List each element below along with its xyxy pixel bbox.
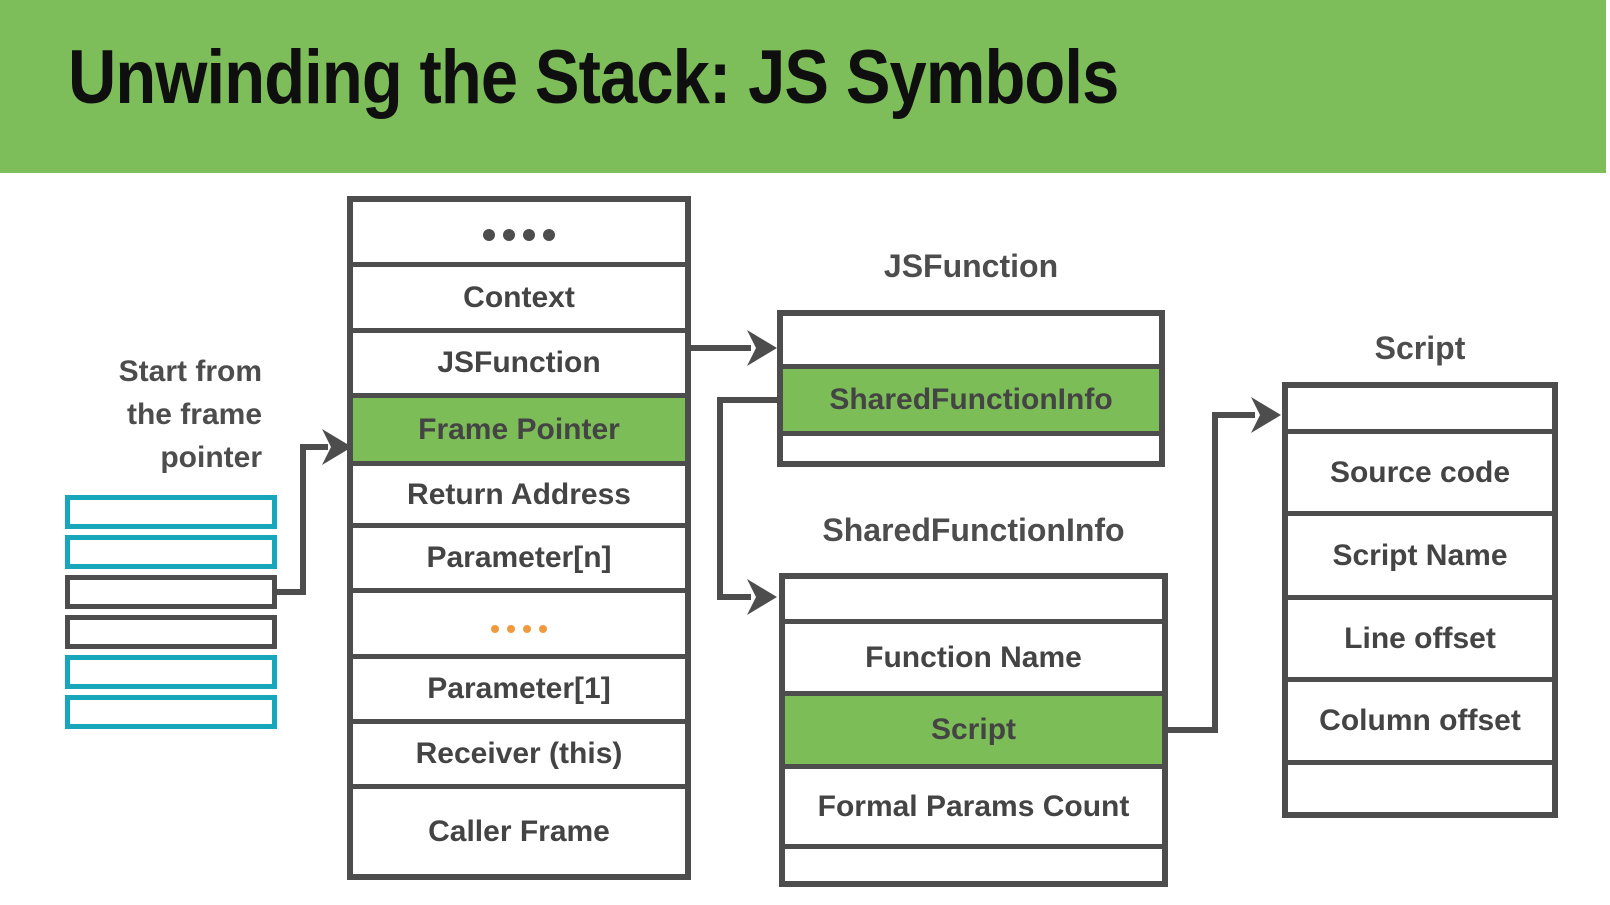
script-row-label: Source code <box>1329 455 1511 489</box>
stack-row-label: Context <box>463 280 575 314</box>
stack-row-label: JSFunction <box>437 346 601 379</box>
script-box-title: Script <box>1374 330 1466 366</box>
sharedfunctioninfo-row <box>785 849 1162 881</box>
dot-icon <box>503 229 515 241</box>
memory-cell-box <box>65 655 277 689</box>
sharedfunctioninfo-row <box>785 579 1162 624</box>
script-row <box>1288 388 1552 434</box>
jsfunction-row-label: SharedFunctionInfo <box>829 383 1113 416</box>
dot-icon <box>539 624 547 633</box>
memory-cell-box <box>65 575 277 609</box>
sharedfunctioninfo-row-label: Script <box>930 713 1017 746</box>
stack-row-label <box>479 215 559 249</box>
stack-row: Frame Pointer <box>353 398 685 466</box>
stack-row-label: Return Address <box>407 477 631 511</box>
stack-row-label: Frame Pointer <box>418 412 620 446</box>
stack-row: Context <box>353 267 685 333</box>
sharedfunctioninfo-row-label: Formal Params Count <box>817 789 1130 823</box>
sharedfunctioninfo-box-title: SharedFunctionInfo <box>822 512 1125 548</box>
jsfunction-box-title: JSFunction <box>883 248 1059 284</box>
stack-row <box>353 593 685 659</box>
jsfunction-row: SharedFunctionInfo <box>783 369 1159 436</box>
frame-pointer-cells <box>65 495 277 735</box>
dot-icon <box>523 229 535 241</box>
stack-row-label: Parameter[1] <box>427 672 611 705</box>
arrow-stack-to-jsfunction <box>687 330 777 366</box>
sharedfunctioninfo-row: Script <box>785 696 1162 769</box>
memory-cell-box <box>65 615 277 649</box>
jsfunction-object-box: SharedFunctionInfo <box>777 310 1165 467</box>
arrow-sharedfunctioninfo-to-script <box>1163 397 1281 733</box>
sharedfunctioninfo-row: Function Name <box>785 624 1162 696</box>
dot-icon <box>507 624 515 633</box>
memory-cell-box <box>65 695 277 729</box>
stack-row: Parameter[n] <box>353 528 685 593</box>
stack-row: Return Address <box>353 466 685 528</box>
script-row <box>1288 765 1552 812</box>
slide-header: Unwinding the Stack: JS Symbols <box>0 0 1606 173</box>
stack-frame-table: Context JSFunction Frame Pointer Return … <box>347 196 691 880</box>
stack-row <box>353 202 685 267</box>
dot-icon <box>523 624 531 633</box>
dot-icon <box>491 624 499 633</box>
dot-icon <box>483 229 495 241</box>
script-row-label: Column offset <box>1319 704 1521 737</box>
script-row-label: Line offset <box>1344 621 1496 655</box>
stack-row-label: Parameter[n] <box>426 541 612 574</box>
script-object-box: Source code Script Name Line offset Colu… <box>1282 382 1558 818</box>
jsfunction-row <box>783 436 1159 461</box>
memory-cell-box <box>65 535 277 569</box>
frame-pointer-note: Start from the frame pointer <box>118 355 262 474</box>
stack-row-label: Caller Frame <box>428 814 610 848</box>
memory-cell-box <box>65 495 277 529</box>
stack-row: Caller Frame <box>353 789 685 874</box>
sharedfunctioninfo-row: Formal Params Count <box>785 769 1162 849</box>
script-row: Column offset <box>1288 682 1552 765</box>
arrow-jsfunction-to-sharedfunctioninfo <box>717 397 781 615</box>
dot-icon <box>543 229 555 241</box>
slide-title: Unwinding the Stack: JS Symbols <box>68 35 1119 120</box>
stack-row: Receiver (this) <box>353 724 685 789</box>
script-row: Line offset <box>1288 600 1552 682</box>
script-row: Script Name <box>1288 516 1552 600</box>
arrow-frame-pointer-entry <box>275 429 352 595</box>
sharedfunctioninfo-object-box: Function Name Script Formal Params Count <box>779 573 1168 887</box>
stack-row: JSFunction <box>353 333 685 398</box>
script-row-label: Script Name <box>1332 538 1508 572</box>
script-row: Source code <box>1288 434 1552 516</box>
stack-row-label <box>487 607 551 641</box>
stack-row: Parameter[1] <box>353 659 685 724</box>
sharedfunctioninfo-row-label: Function Name <box>865 640 1082 674</box>
stack-row-label: Receiver (this) <box>415 737 623 770</box>
jsfunction-row <box>783 316 1159 369</box>
